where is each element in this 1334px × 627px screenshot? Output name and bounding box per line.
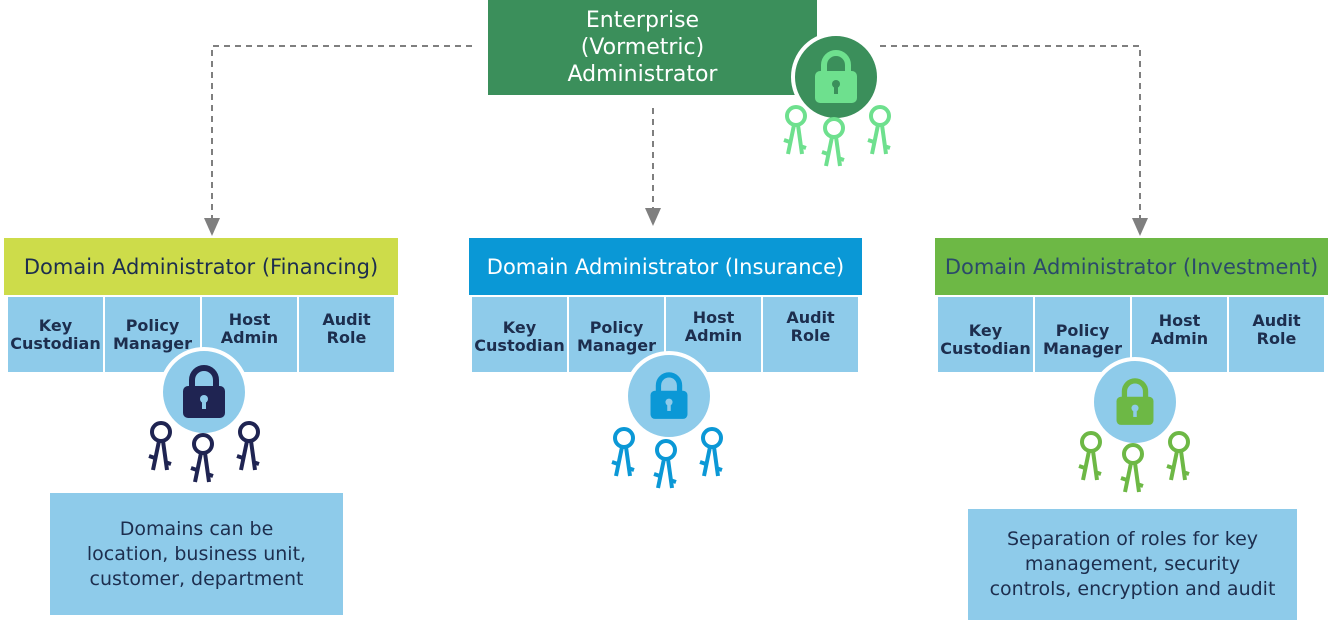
padlock-icon xyxy=(1116,378,1154,425)
domain-header-insurance: Domain Administrator (Insurance) xyxy=(469,238,862,295)
connector-right xyxy=(880,45,1148,236)
enterprise-line-3: Administrator xyxy=(567,62,718,87)
insurance-lock-circle xyxy=(624,351,714,441)
key-icon xyxy=(867,105,891,155)
note-right-line-2: management, security xyxy=(1024,553,1241,575)
connector-left xyxy=(204,45,472,236)
key-icon xyxy=(653,439,677,489)
insurance-keys xyxy=(611,427,723,489)
enterprise-line-2: (Vormetric) xyxy=(580,35,705,60)
note-domains: Domains can be location, business unit, … xyxy=(50,493,343,615)
domain-header-financing: Domain Administrator (Financing) xyxy=(4,238,398,295)
key-icon xyxy=(821,117,845,167)
enterprise-keys xyxy=(783,105,891,167)
domain-title-investment: Domain Administrator (Investment) xyxy=(944,254,1319,279)
key-icon xyxy=(783,105,807,155)
key-icon xyxy=(1120,443,1144,493)
padlock-icon xyxy=(650,372,688,419)
key-icon xyxy=(611,427,635,477)
enterprise-admin-box: Enterprise (Vormetric) Administrator xyxy=(488,0,817,95)
investment-keys xyxy=(1078,431,1190,493)
padlock-icon xyxy=(815,50,857,103)
note-right-line-3: controls, encryption and audit xyxy=(989,578,1276,600)
note-separation: Separation of roles for key management, … xyxy=(968,509,1297,620)
enterprise-line-1: Enterprise xyxy=(585,8,700,33)
key-icon xyxy=(699,427,723,477)
note-right-line-1: Separation of roles for key xyxy=(1006,528,1259,550)
domain-header-investment: Domain Administrator (Investment) xyxy=(935,238,1328,295)
key-icon xyxy=(1166,431,1190,481)
note-left-line-3: customer, department xyxy=(89,567,304,590)
domain-title-financing: Domain Administrator (Financing) xyxy=(23,254,379,279)
key-icon xyxy=(1078,431,1102,481)
note-left-line-2: location, business unit, xyxy=(86,542,307,565)
key-icon xyxy=(190,433,214,483)
padlock-icon xyxy=(183,365,225,418)
domain-title-insurance: Domain Administrator (Insurance) xyxy=(486,254,845,279)
financing-keys xyxy=(148,421,260,483)
key-icon xyxy=(148,421,172,471)
key-icon xyxy=(236,421,260,471)
note-left-line-1: Domains can be xyxy=(119,517,274,540)
